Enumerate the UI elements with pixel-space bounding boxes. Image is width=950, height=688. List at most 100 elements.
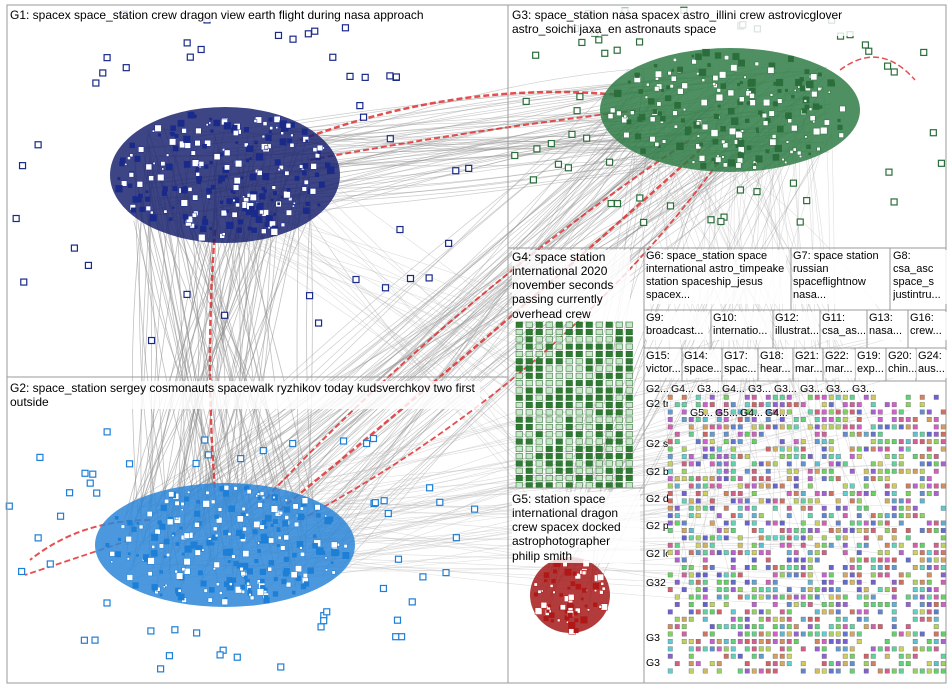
- node-small-group: [723, 579, 729, 585]
- node-g4: [595, 482, 603, 489]
- node-small-group: [751, 528, 757, 533]
- node: [546, 609, 550, 613]
- node: [219, 200, 224, 204]
- peripheral-node-g1: [465, 164, 473, 172]
- node-small-group: [877, 565, 883, 570]
- peripheral-node-g2: [384, 509, 392, 518]
- peripheral-node-g1: [147, 336, 156, 345]
- node-small-group: [807, 557, 813, 563]
- node: [740, 129, 744, 133]
- node-small-group: [744, 505, 750, 511]
- node-small-group: [905, 624, 911, 630]
- peripheral-node-g2: [259, 447, 267, 455]
- node: [127, 520, 133, 526]
- node-small-group: [905, 446, 911, 452]
- node-small-group: [779, 483, 785, 489]
- node-small-group: [786, 468, 792, 474]
- node: [317, 150, 321, 154]
- node-small-group: [814, 461, 820, 467]
- peripheral-node-g3: [564, 164, 573, 172]
- node-g4: [575, 365, 583, 372]
- node-small-group: [681, 454, 687, 459]
- node-small-group: [758, 594, 764, 600]
- node-small-group: [800, 461, 806, 467]
- node-small-group: [814, 646, 820, 652]
- node-small-group: [842, 624, 848, 630]
- node-g4: [605, 453, 613, 460]
- node-small-group: [856, 454, 862, 459]
- node-small-group: [786, 557, 792, 563]
- node-g4: [525, 343, 533, 350]
- node-g4: [565, 416, 573, 423]
- node: [252, 529, 258, 535]
- node-small-group: [751, 579, 757, 585]
- node-small-group: [905, 491, 911, 496]
- node-small-group: [723, 587, 729, 593]
- peripheral-node-g3: [613, 46, 621, 54]
- node-small-group: [751, 439, 757, 445]
- node-g4: [575, 445, 583, 452]
- node-g4: [565, 350, 573, 357]
- node: [279, 120, 287, 128]
- node-small-group: [898, 468, 904, 474]
- node: [301, 170, 307, 176]
- peripheral-node-g2: [277, 663, 285, 671]
- node: [295, 565, 302, 573]
- node-small-group: [926, 446, 932, 452]
- node-g4: [535, 365, 543, 372]
- node: [714, 52, 722, 59]
- node-small-group: [870, 409, 876, 415]
- peripheral-node-g3: [803, 196, 811, 205]
- node-g4: [525, 329, 533, 336]
- node-g4: [535, 482, 543, 489]
- node-small-group: [891, 491, 897, 496]
- node-g4: [535, 380, 543, 387]
- peripheral-node-g2: [371, 499, 379, 507]
- node-small-group: [800, 498, 806, 504]
- node: [255, 216, 263, 223]
- node-small-group: [667, 439, 673, 445]
- node-small-group: [926, 579, 932, 585]
- node-small-group: [870, 579, 876, 585]
- node: [691, 160, 696, 164]
- node-small-group: [877, 431, 883, 437]
- node-small-group: [933, 587, 939, 593]
- small-group-label: G4...: [722, 383, 744, 395]
- node-small-group: [744, 417, 750, 422]
- node: [776, 79, 784, 87]
- node-g4: [565, 358, 573, 365]
- peripheral-node-g2: [442, 569, 450, 577]
- node: [175, 542, 180, 546]
- node-small-group: [835, 394, 841, 400]
- node: [158, 543, 164, 549]
- node-small-group: [863, 542, 869, 548]
- node-small-group: [821, 631, 827, 637]
- node-g4: [605, 336, 613, 343]
- node-small-group: [926, 476, 932, 482]
- node-g4: [575, 343, 583, 350]
- node: [204, 164, 209, 169]
- node: [219, 591, 223, 595]
- node-g4: [535, 372, 543, 379]
- node: [273, 115, 281, 123]
- node-small-group: [772, 587, 778, 593]
- group-label-g6: G6: space_station space international as…: [646, 250, 786, 304]
- node: [580, 616, 588, 624]
- node-small-group: [765, 587, 771, 593]
- peripheral-node-g1: [361, 73, 369, 81]
- node: [784, 160, 788, 164]
- node: [724, 55, 730, 61]
- node: [150, 210, 154, 215]
- peripheral-node-g3: [568, 130, 576, 138]
- node-small-group: [807, 505, 813, 511]
- node-small-group: [709, 505, 715, 511]
- small-group-label: G3...: [774, 383, 796, 395]
- node-small-group: [737, 431, 743, 437]
- node-small-group: [751, 624, 757, 630]
- node-small-group: [765, 520, 771, 526]
- node: [817, 87, 822, 91]
- node-small-group: [751, 513, 757, 519]
- node: [177, 588, 182, 593]
- peripheral-node-g3: [789, 179, 798, 187]
- peripheral-node-g1: [452, 167, 460, 175]
